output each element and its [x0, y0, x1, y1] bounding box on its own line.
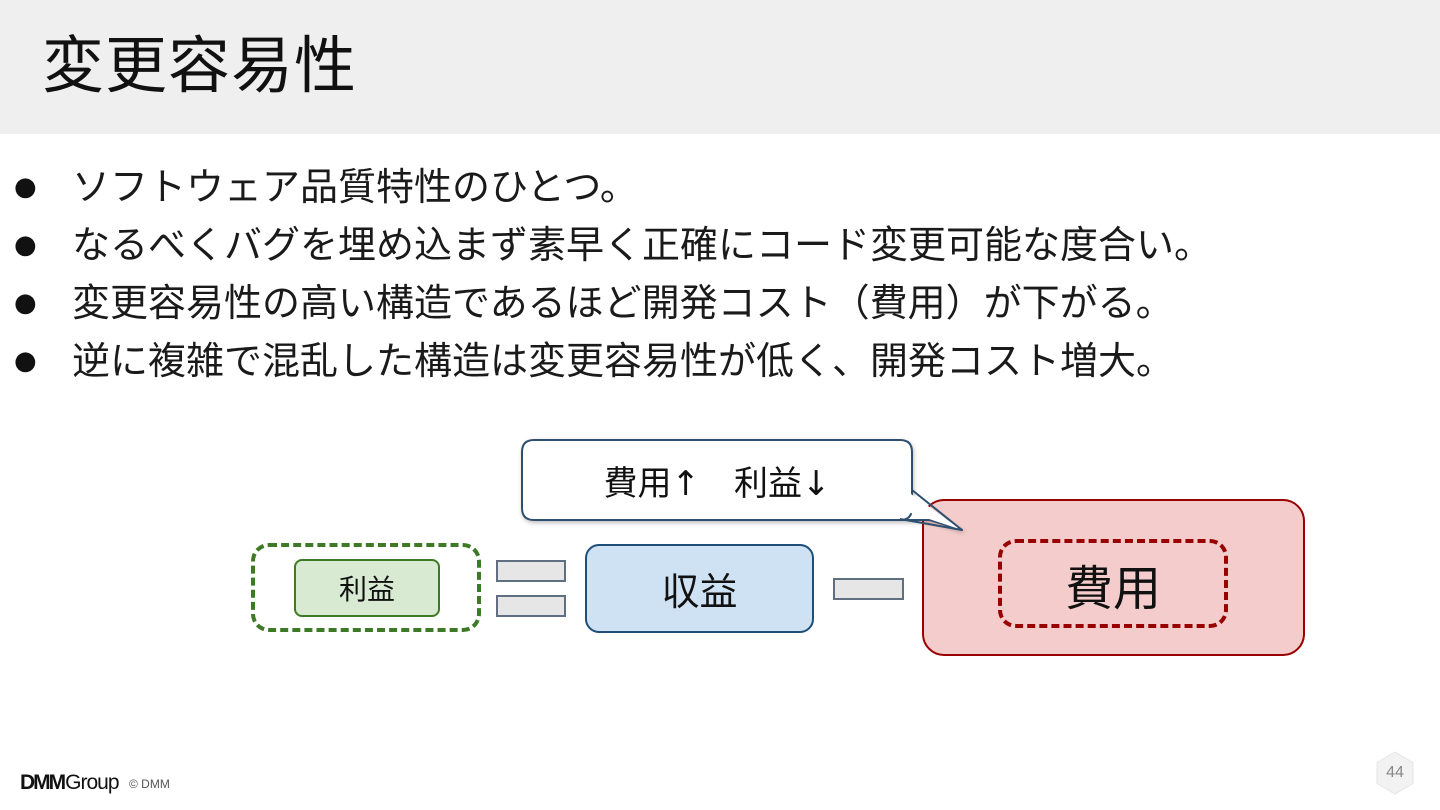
- bullet-dot: ●: [14, 230, 37, 260]
- bullet-dot: ●: [14, 172, 37, 202]
- logo-dmm-text: DMM: [20, 771, 66, 794]
- equals-sign-top-bar: [496, 560, 566, 582]
- bullet-dot: ●: [14, 346, 37, 376]
- bullet-text: ソフトウェア品質特性のひとつ。: [72, 165, 638, 209]
- bullet-text: なるべくバグを埋め込まず素早く正確にコード変更可能な度合い。: [72, 223, 1213, 267]
- callout-text: 費用↑ 利益↓: [603, 463, 831, 504]
- slide-title: 変更容易性: [42, 29, 358, 102]
- profit-box: 利益: [294, 559, 440, 617]
- revenue-box: 収益: [585, 544, 814, 633]
- bullet-text: 変更容易性の高い構造であるほど開発コスト（費用）が下がる。: [72, 281, 1174, 325]
- bullet-item: ● なるべくバグを埋め込まず素早く正確にコード変更可能な度合い。: [0, 216, 1212, 274]
- copyright-text: © DMM: [129, 777, 170, 791]
- profit-dashed-outline: [251, 543, 481, 632]
- revenue-label: 収益: [661, 570, 738, 614]
- profit-label: 利益: [338, 573, 395, 606]
- dmm-group-logo: DMMGroup: [20, 771, 120, 795]
- bullet-item: ● ソフトウェア品質特性のひとつ。: [0, 158, 1212, 216]
- cost-outer-box: [922, 499, 1305, 656]
- bullet-text: 逆に複雑で混乱した構造は変更容易性が低く、開発コスト増大。: [72, 339, 1175, 383]
- bullet-dot: ●: [14, 288, 37, 318]
- logo-group-text: Group: [65, 771, 119, 794]
- slide-header: 変更容易性: [0, 0, 1440, 134]
- bullet-item: ● 逆に複雑で混乱した構造は変更容易性が低く、開発コスト増大。: [0, 332, 1212, 390]
- bullet-item: ● 変更容易性の高い構造であるほど開発コスト（費用）が下がる。: [0, 274, 1212, 332]
- cost-label: 費用: [1064, 560, 1161, 617]
- cost-dashed-box: 費用: [998, 539, 1228, 628]
- hexagon-icon: [1376, 751, 1414, 795]
- minus-sign-bar: [833, 578, 904, 600]
- page-number: 44: [1386, 764, 1404, 781]
- equals-sign-bottom-bar: [496, 595, 566, 617]
- page-number-badge: 44: [1375, 751, 1415, 795]
- bullet-list: ● ソフトウェア品質特性のひとつ。 ● なるべくバグを埋め込まず素早く正確にコード変…: [0, 158, 1212, 390]
